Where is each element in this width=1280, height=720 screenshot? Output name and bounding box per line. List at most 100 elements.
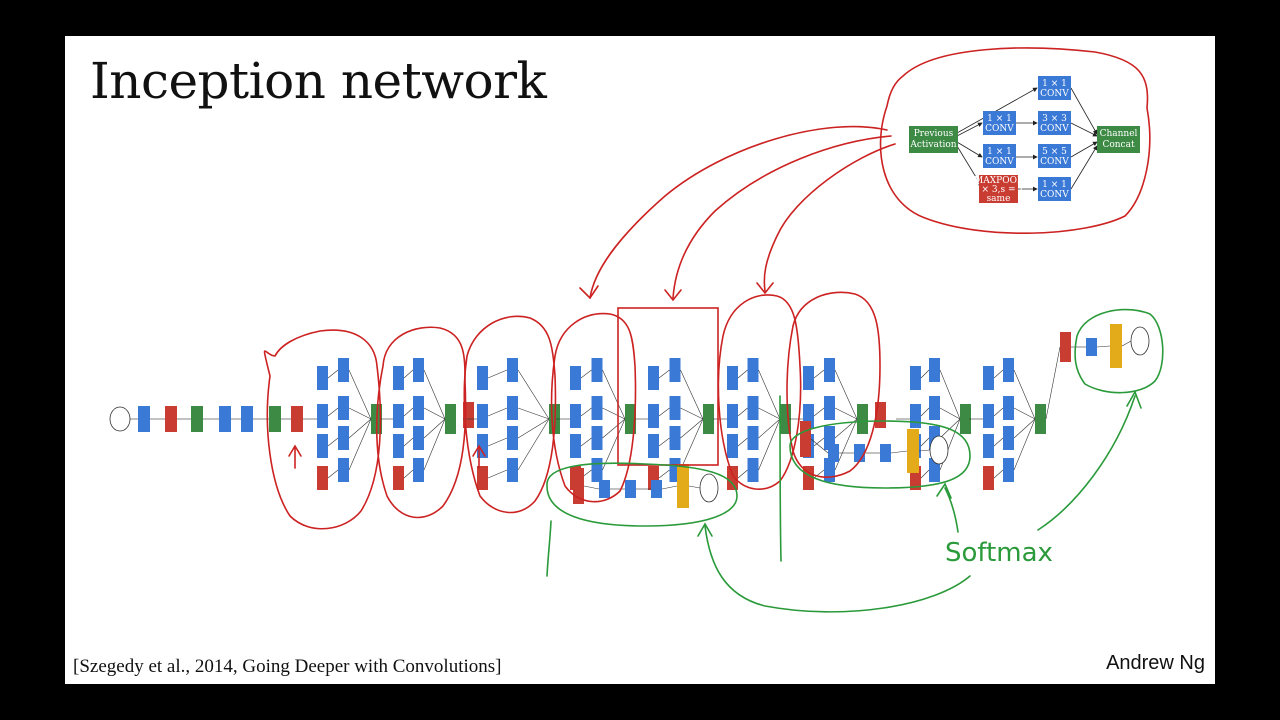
red-up-arrow-2 (472, 444, 486, 469)
connection-line (1121, 340, 1132, 347)
slide-title: Inception network (90, 52, 547, 110)
conv-block (828, 444, 839, 462)
connection-line (487, 469, 508, 479)
conv-block (393, 366, 404, 390)
conv-block (138, 406, 150, 432)
connection-line (813, 369, 825, 379)
conv-block (413, 426, 424, 450)
previous-activation-box (909, 126, 958, 153)
softmax-node (1130, 326, 1150, 356)
conv-block (648, 404, 659, 428)
conv-5x5-box (1038, 144, 1071, 168)
connection-line (920, 469, 930, 479)
conv-block (803, 404, 814, 428)
connection-line (658, 437, 670, 447)
inception-module-inset: Previous Activation 1 × 1 CONV 1 × 1 CON… (909, 76, 1140, 204)
conv-1x1-size: 1 × 1 (987, 114, 1012, 124)
connection-line (1096, 345, 1111, 348)
conv-block (1003, 396, 1014, 420)
conv-3x3-box (1038, 111, 1071, 135)
connection-line (813, 407, 825, 417)
conv-1x1-label: CONV (1040, 89, 1069, 99)
red-circle-module-3 (463, 315, 557, 514)
connection-line (423, 418, 446, 471)
connection-line (327, 407, 339, 417)
conv-block (413, 458, 424, 482)
conv-block (570, 366, 581, 390)
connection-line (602, 418, 626, 471)
connection-line (1013, 369, 1036, 420)
softmax-layer-block (677, 464, 689, 508)
green-line-1 (546, 520, 552, 577)
connection-line (423, 418, 446, 439)
concat-block (625, 404, 636, 434)
conv-block (651, 480, 662, 498)
green-circle-aux-2 (789, 420, 971, 489)
softmax-node (929, 435, 949, 465)
conv-block (591, 458, 603, 482)
inception-diagram: Previous Activation 1 × 1 CONV 1 × 1 CON… (109, 47, 1164, 613)
conv-block (599, 480, 610, 498)
conv-block (669, 396, 681, 420)
connection-line (1013, 418, 1036, 439)
connection-line (580, 437, 592, 447)
connection-line (834, 407, 858, 420)
connection-line (602, 418, 626, 439)
softmax-layer-block (1110, 324, 1122, 368)
connection-line (487, 437, 508, 447)
conv-block (413, 396, 424, 420)
maxpool-padding: same (987, 194, 1011, 204)
concat-block (269, 406, 281, 432)
red-arrow-to-module-5 (672, 135, 892, 299)
conv-block (727, 366, 738, 390)
connection-line (348, 418, 372, 471)
connection-line (327, 437, 339, 447)
connection-line (737, 437, 748, 447)
concat-block (960, 404, 971, 434)
connection-line (517, 369, 550, 420)
connection-line (918, 449, 931, 452)
conv-block (507, 426, 518, 450)
connection-line (602, 407, 626, 420)
conv-block (669, 458, 681, 482)
conv-block (477, 434, 488, 458)
connection-line (1013, 407, 1036, 420)
connection-line (993, 469, 1004, 479)
conv-block (393, 434, 404, 458)
pool-block (463, 402, 474, 428)
connection-line (348, 418, 372, 439)
connection-line (658, 407, 670, 417)
connection-line (517, 407, 550, 420)
green-arrow-aux-1 (704, 525, 971, 613)
red-circle-inset (879, 47, 1151, 235)
conv-block (727, 404, 738, 428)
concat-block (191, 406, 203, 432)
conv-block (727, 434, 738, 458)
connection-line (583, 485, 600, 490)
connection-line (403, 469, 414, 479)
connection-line (487, 407, 508, 417)
connection-line (403, 369, 414, 379)
green-annotations: Softmax (546, 308, 1164, 613)
inset-input-line-1: Previous (914, 129, 954, 139)
conv-block (669, 426, 681, 450)
connection-line (423, 407, 446, 420)
softmax-node (699, 473, 719, 503)
green-arrow-aux-2 (944, 487, 959, 533)
connection-line (348, 407, 372, 420)
conv-block (1003, 426, 1014, 450)
connection-line (661, 485, 678, 490)
googlenet-network (109, 324, 1150, 508)
connection-line (403, 437, 414, 447)
conv-block (669, 358, 681, 382)
connection-line (939, 407, 961, 420)
pool-block (573, 468, 584, 504)
connection-line (680, 407, 704, 420)
red-annotations (263, 47, 1151, 530)
conv-3x3-label: CONV (1040, 124, 1069, 134)
conv-1x1-label: CONV (985, 157, 1014, 167)
connection-line (1013, 418, 1036, 471)
connection-line (993, 437, 1004, 447)
conv-block (317, 404, 328, 428)
conv-block (929, 396, 940, 420)
